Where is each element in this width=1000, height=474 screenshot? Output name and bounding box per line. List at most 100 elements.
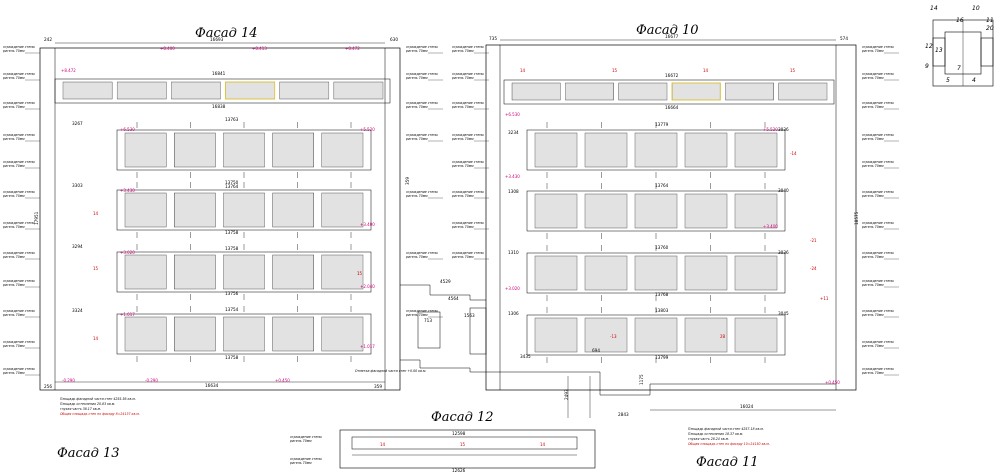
dim-band2-left: 13764 — [225, 184, 239, 189]
dim-top-left-right: 735 — [489, 36, 497, 41]
red-mark: 28 — [720, 334, 726, 339]
side-label: ригель 70мм — [405, 49, 428, 53]
side-label: ограждение стены — [406, 45, 438, 49]
side-label: ригель 70мм — [2, 344, 25, 348]
window-band — [116, 189, 372, 231]
window-panel — [584, 193, 628, 229]
window-panel — [534, 193, 578, 229]
side-label: ригель 70мм — [451, 194, 474, 198]
side-label: ограждение стены — [452, 45, 484, 49]
title-facade-12: Фасад 12 — [431, 410, 494, 425]
side-label: ограждение стены — [3, 340, 35, 344]
window-panel — [684, 255, 728, 291]
window-panel — [534, 132, 578, 168]
red-mark: 15 — [460, 442, 466, 447]
side-label: ограждение стены — [3, 221, 35, 225]
side-label: ригель 70мм — [405, 105, 428, 109]
side-label: ригель 70мм — [405, 137, 428, 141]
side-label: ригель 70мм — [2, 283, 25, 287]
title-facade-10: Фасад 10 — [636, 23, 699, 38]
facade-14: 16693 242 630 16841 16838 13763 13750 13… — [2, 37, 443, 416]
side-label: ограждение стены — [862, 279, 894, 283]
side-label: ригель 70мм — [861, 371, 884, 375]
window-panel — [272, 192, 315, 228]
connector-middle: 4529 1563 713 4564 3435 694 2493 1175 От… — [355, 279, 644, 418]
level-mark: +8.472 — [345, 46, 360, 51]
red-mark: 14 — [703, 68, 709, 73]
window-panel — [634, 193, 678, 229]
side-label: ограждение стены — [406, 72, 438, 76]
level-mark: +3.020 — [505, 286, 520, 291]
window-panel — [321, 254, 364, 290]
window-panel — [333, 81, 384, 100]
side-label: ограждение стены — [3, 101, 35, 105]
level-mark: +6.530 — [505, 112, 520, 117]
level-mark: +8.400 — [160, 46, 175, 51]
side-label: ригель 70мм — [861, 164, 884, 168]
window-panel — [321, 316, 364, 352]
dim-left-offset-2: 3303 — [72, 183, 83, 188]
dim-left-offset-3: 3294 — [72, 244, 83, 249]
dim-middle: 694 — [592, 348, 600, 353]
side-label: ригель 70мм — [861, 225, 884, 229]
dim-top-right-right: 574 — [840, 36, 848, 41]
side-label: ригель 70мм — [2, 225, 25, 229]
window-band — [526, 129, 786, 171]
note-line: Площадь остекления 20.83 кв.м. — [60, 402, 115, 406]
red-mark: 14 — [520, 68, 526, 73]
side-label: ограждение стены — [452, 221, 484, 225]
window-bands-left — [116, 122, 372, 362]
key-label: 5 — [946, 77, 950, 84]
side-label: ограждение стены — [452, 251, 484, 255]
dim-middle: 1175 — [639, 374, 644, 385]
window-panel — [725, 82, 774, 101]
side-label: ограждение стены — [290, 457, 322, 461]
side-label: ригель 70мм — [289, 439, 312, 443]
level-mark: +3.400 — [763, 224, 778, 229]
key-label: 4 — [972, 77, 976, 84]
side-label: ригель 70мм — [2, 137, 25, 141]
dim-band1-left: 13763 — [225, 117, 239, 122]
top-window-row-right — [511, 82, 828, 101]
side-label: ригель 70мм — [861, 344, 884, 348]
dim-band3-right: 13760 — [655, 245, 669, 250]
window-panel — [272, 254, 315, 290]
window-panel — [671, 82, 721, 101]
side-label: ригель 70мм — [289, 461, 312, 465]
window-band — [526, 252, 786, 294]
dim-left-offset-1: 3267 — [72, 121, 83, 126]
side-label: ограждение стены — [3, 160, 35, 164]
window-panel — [634, 255, 678, 291]
dim-vertical-total-left: 17951 — [34, 211, 39, 225]
dim-bottom-left-left: 256 — [44, 384, 52, 389]
window-panel — [618, 82, 668, 101]
red-mark: 14 — [93, 211, 99, 216]
window-panel — [173, 316, 216, 352]
dim-top-left-left: 242 — [44, 37, 52, 42]
red-mark: 15 — [93, 266, 99, 271]
side-label: ограждение стены — [862, 221, 894, 225]
side-label: ригель 70мм — [2, 313, 25, 317]
red-mark: -21 — [810, 238, 817, 243]
dim-band4-bottom-left: 13758 — [225, 355, 239, 360]
window-panel — [225, 81, 276, 100]
dim-bottom-total-right: 16024 — [740, 404, 754, 409]
dim-bottom-step-right: 2843 — [618, 412, 629, 417]
window-panel — [223, 132, 265, 168]
side-label: ограждение стены — [452, 72, 484, 76]
red-mark: 15 — [790, 68, 796, 73]
side-label: ограждение стены — [862, 251, 894, 255]
window-panel — [684, 132, 728, 168]
dim-right-right-offset-3: 3036 — [778, 250, 789, 255]
dim-strip-bottom: 12626 — [452, 468, 466, 473]
window-panel — [173, 254, 216, 290]
window-panel — [684, 317, 728, 353]
window-band — [116, 251, 372, 293]
key-label: 20 — [986, 25, 994, 32]
side-label: ригель 70мм — [2, 164, 25, 168]
side-label: ригель 70мм — [405, 194, 428, 198]
title-facade-13: Фасад 13 — [57, 446, 120, 461]
bottom-level-label: Отметка фасадной части стен +0.00 кв.м. — [355, 369, 426, 373]
level-mark: +1.017 — [120, 312, 135, 317]
